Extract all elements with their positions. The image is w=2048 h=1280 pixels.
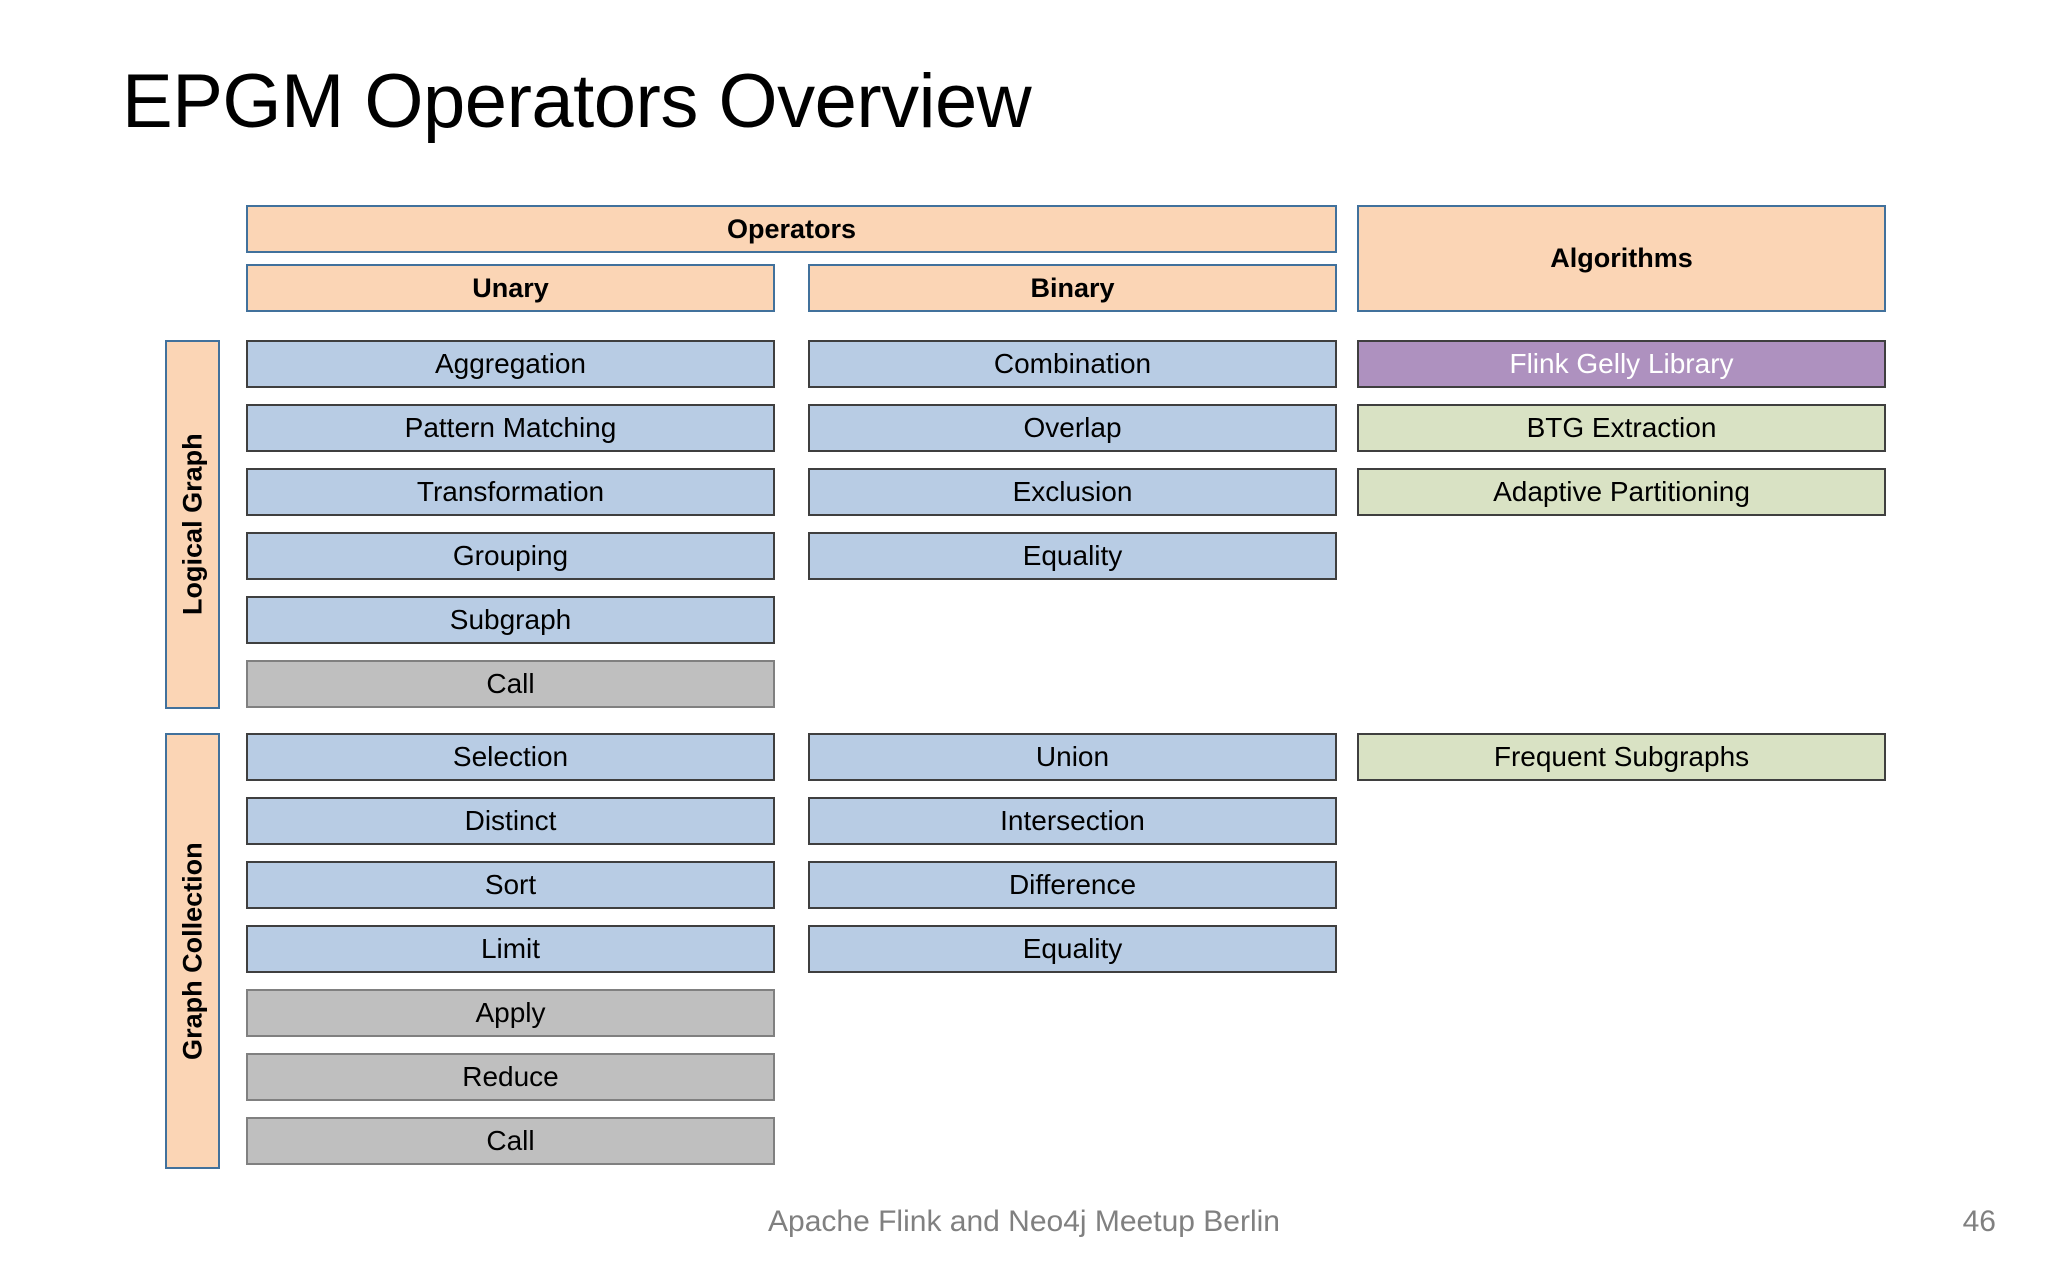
operator-aggregation[interactable]: Aggregation bbox=[246, 340, 775, 388]
operator-pattern-matching[interactable]: Pattern Matching bbox=[246, 404, 775, 452]
page-title: EPGM Operators Overview bbox=[122, 59, 1032, 144]
sidebar-label-graph-collection-text: Graph Collection bbox=[177, 842, 208, 1060]
sidebar-label-logical-graph: Logical Graph bbox=[165, 340, 220, 709]
operator-selection[interactable]: Selection bbox=[246, 733, 775, 781]
header-algorithms: Algorithms bbox=[1357, 205, 1886, 312]
algorithm-frequent-subgraphs[interactable]: Frequent Subgraphs bbox=[1357, 733, 1886, 781]
operator-overlap[interactable]: Overlap bbox=[808, 404, 1337, 452]
algorithm-adaptive-partitioning[interactable]: Adaptive Partitioning bbox=[1357, 468, 1886, 516]
header-operators: Operators bbox=[246, 205, 1337, 253]
operator-difference[interactable]: Difference bbox=[808, 861, 1337, 909]
header-unary: Unary bbox=[246, 264, 775, 312]
page-number: 46 bbox=[1962, 1205, 1996, 1238]
footer-text: Apache Flink and Neo4j Meetup Berlin bbox=[768, 1205, 1280, 1238]
sidebar-label-logical-graph-text: Logical Graph bbox=[177, 433, 208, 616]
sidebar-label-graph-collection: Graph Collection bbox=[165, 733, 220, 1169]
algorithm-flink-gelly-library[interactable]: Flink Gelly Library bbox=[1357, 340, 1886, 388]
operator-intersection[interactable]: Intersection bbox=[808, 797, 1337, 845]
operator-transformation[interactable]: Transformation bbox=[246, 468, 775, 516]
operator-call-logical-graph[interactable]: Call bbox=[246, 660, 775, 708]
operator-reduce[interactable]: Reduce bbox=[246, 1053, 775, 1101]
operator-call-graph-collection[interactable]: Call bbox=[246, 1117, 775, 1165]
operator-grouping[interactable]: Grouping bbox=[246, 532, 775, 580]
operator-distinct[interactable]: Distinct bbox=[246, 797, 775, 845]
algorithm-btg-extraction[interactable]: BTG Extraction bbox=[1357, 404, 1886, 452]
operator-union[interactable]: Union bbox=[808, 733, 1337, 781]
operator-apply[interactable]: Apply bbox=[246, 989, 775, 1037]
header-binary: Binary bbox=[808, 264, 1337, 312]
operator-combination[interactable]: Combination bbox=[808, 340, 1337, 388]
operator-equality-graph-collection[interactable]: Equality bbox=[808, 925, 1337, 973]
operator-equality-logical-graph[interactable]: Equality bbox=[808, 532, 1337, 580]
operator-limit[interactable]: Limit bbox=[246, 925, 775, 973]
operator-subgraph[interactable]: Subgraph bbox=[246, 596, 775, 644]
operator-sort[interactable]: Sort bbox=[246, 861, 775, 909]
operator-exclusion[interactable]: Exclusion bbox=[808, 468, 1337, 516]
